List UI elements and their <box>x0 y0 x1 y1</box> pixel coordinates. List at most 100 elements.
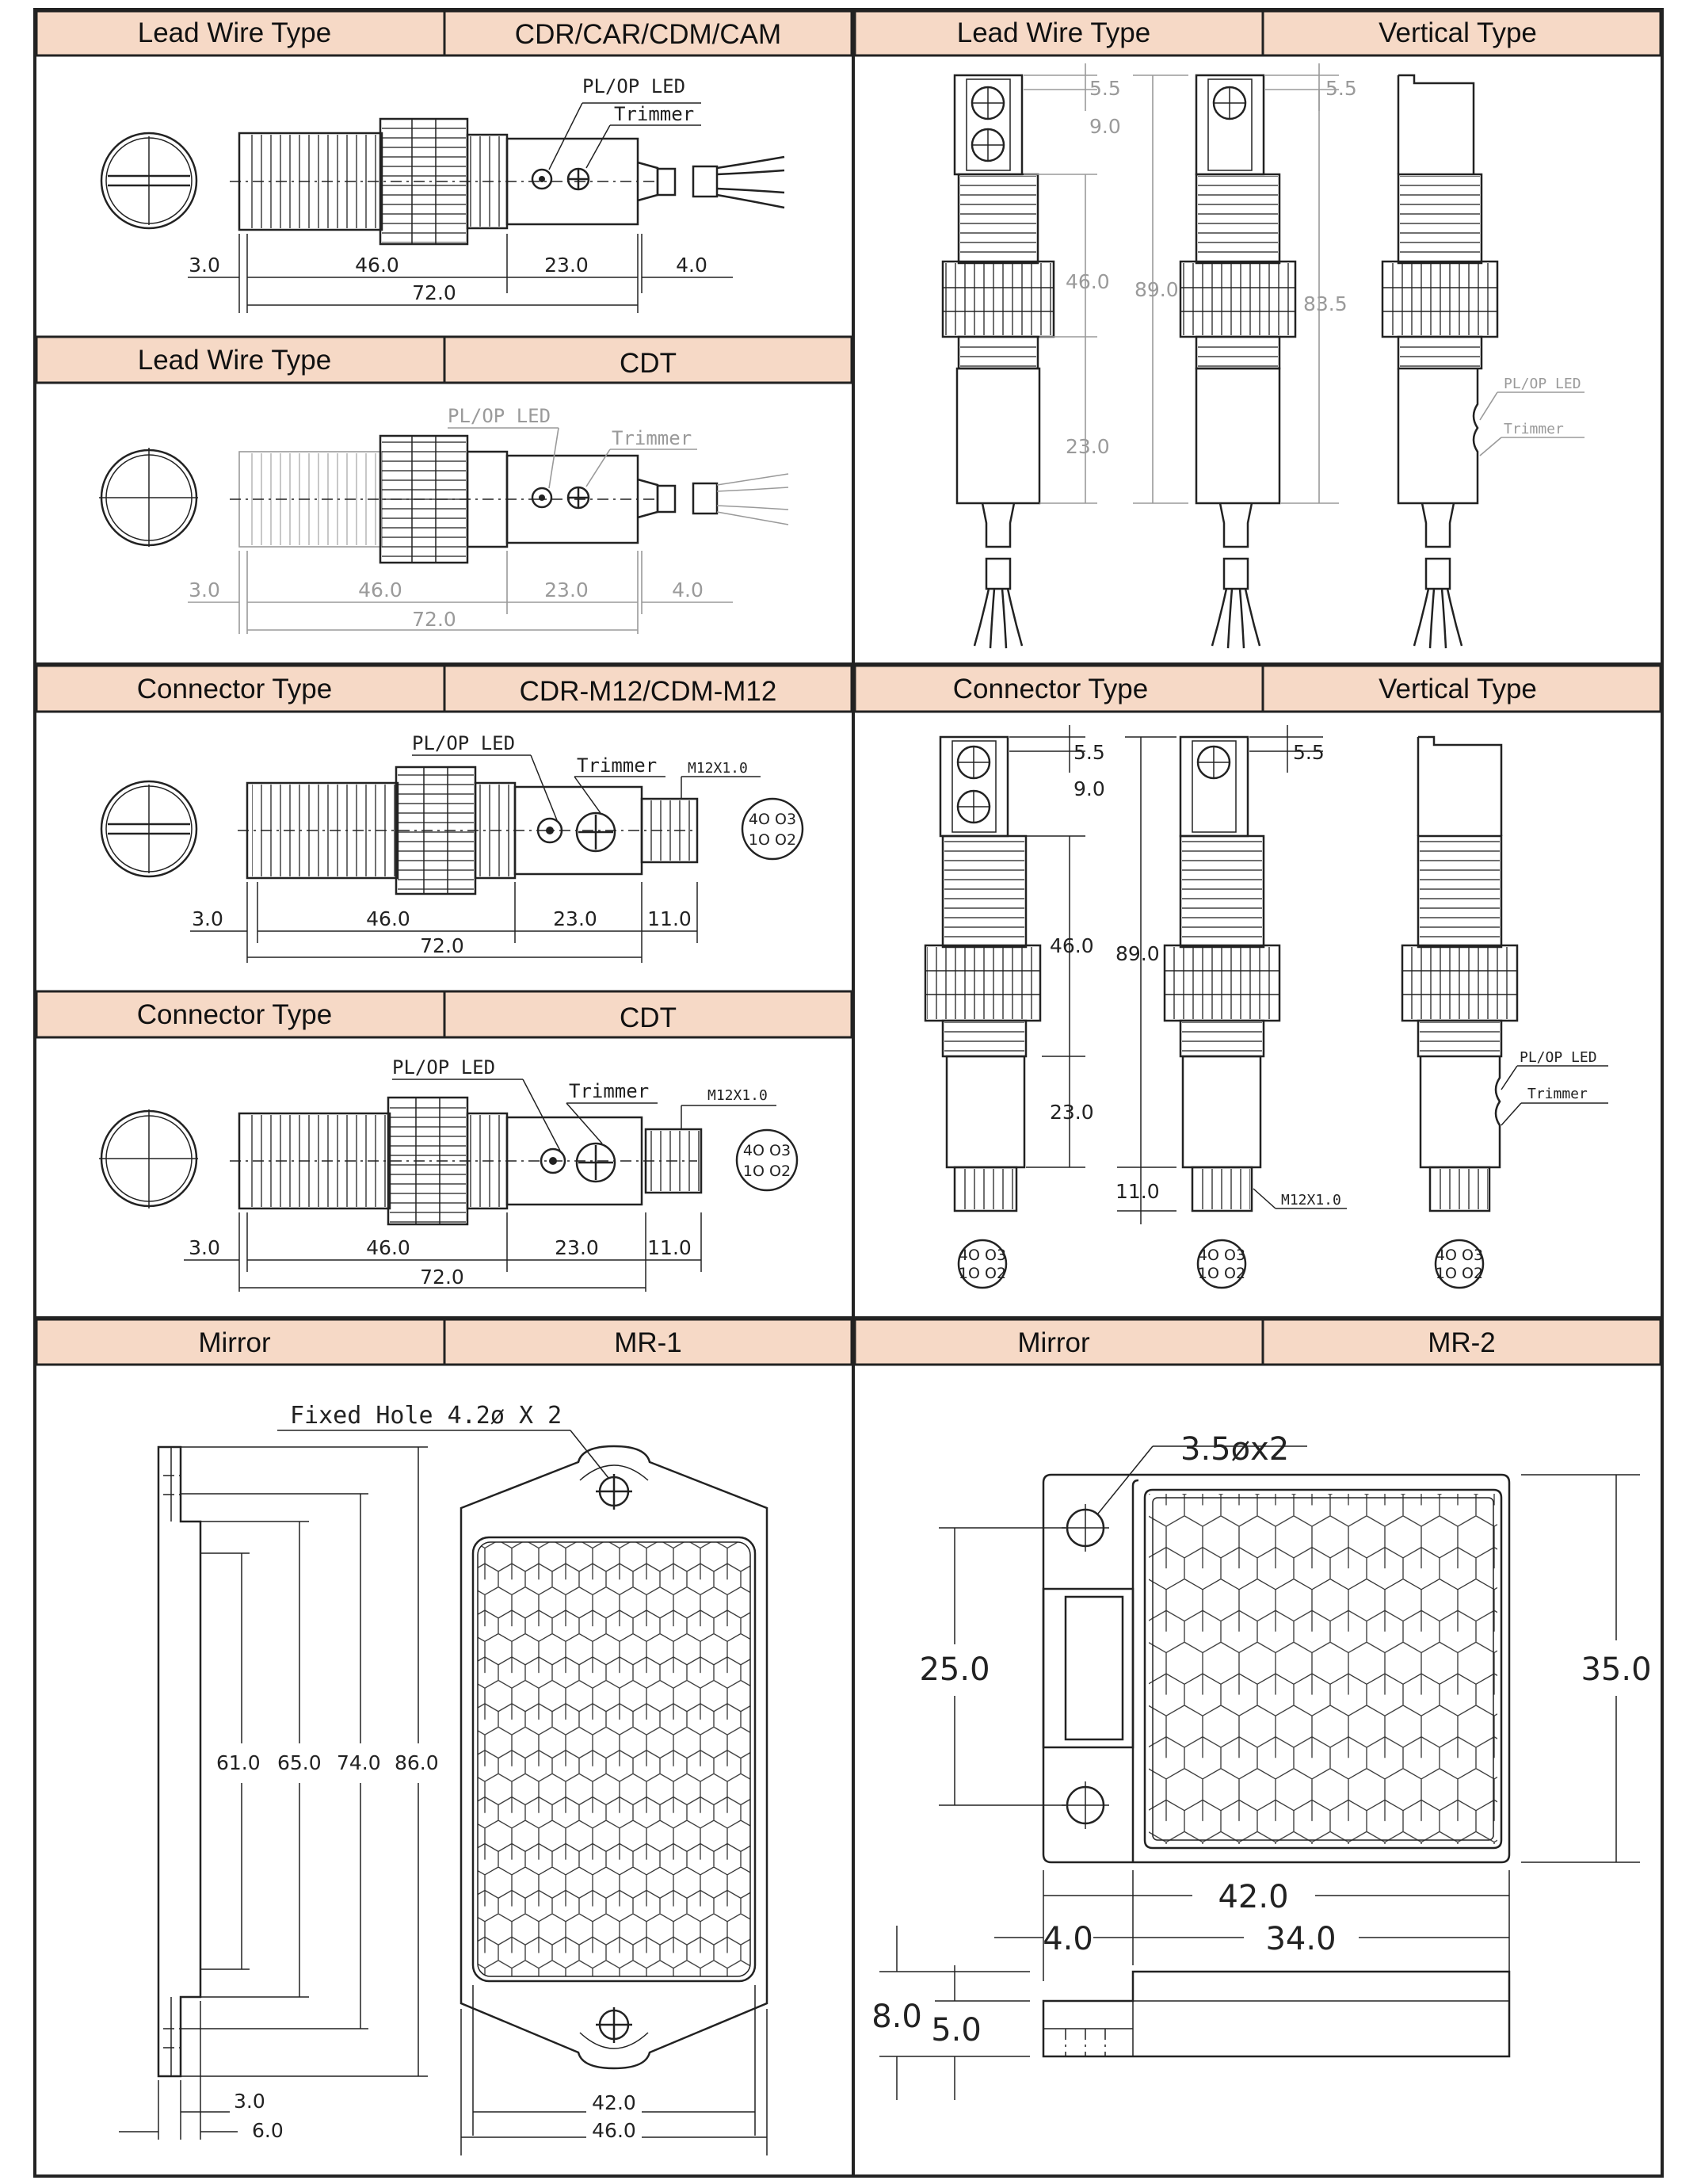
pin-label-bottom-2: 1O O2 <box>743 1163 791 1180</box>
dim-23-0-c: 23.0 <box>553 907 597 930</box>
header-vertical-type: Vertical Type <box>1379 17 1537 48</box>
dim-6-0: 6.0 <box>252 2119 284 2142</box>
label-pl-op-led-v2: PL/OP LED <box>1520 1049 1597 1066</box>
dim-11-0: 11.0 <box>647 907 692 930</box>
label-trimmer: Trimmer <box>614 103 694 125</box>
dim-65-0: 65.0 <box>277 1751 322 1774</box>
header-model-cdr-m12: CDR-M12/CDM-M12 <box>520 676 777 707</box>
label-trimmer-v2: Trimmer <box>1527 1086 1588 1102</box>
drawing-lead-wire-horizontal: PL/OP LED Trimmer 3.0 46.0 23.0 4.0 72.0 <box>100 75 785 313</box>
pin-label-top-2: 4O O3 <box>743 1142 791 1159</box>
header-model-cdt: CDT <box>620 348 677 379</box>
dim-46-0-b: 46.0 <box>358 578 402 601</box>
dim-5-5-c: 5.5 <box>1073 741 1105 764</box>
dim-42-0-mr2: 42.0 <box>1218 1879 1288 1915</box>
pin-top-vc: 4O O3 <box>1436 1247 1483 1264</box>
dim-9-0-a: 9.0 <box>1089 115 1121 138</box>
dim-89-0-cv: 89.0 <box>1115 942 1160 965</box>
dim-61-0: 61.0 <box>216 1751 261 1774</box>
dim-72-0-b: 72.0 <box>412 608 456 631</box>
header-model-mr1: MR-1 <box>614 1327 682 1358</box>
drawing-lead-wire-vertical: PL/OP LED Trimmer 5.5 9.0 46.0 23.0 89.0… <box>941 63 1585 649</box>
header-bar-7: Mirror MR-1 <box>35 1318 853 1366</box>
pin-top-va: 4O O3 <box>959 1247 1006 1264</box>
label-m12-2: M12X1.0 <box>707 1087 768 1104</box>
header-model-mr2: MR-2 <box>1428 1327 1496 1358</box>
dim-23-0-cv: 23.0 <box>1050 1101 1094 1124</box>
dim-4-0-mr2: 4.0 <box>1043 1921 1093 1957</box>
header-vertical-type-2: Vertical Type <box>1379 674 1537 704</box>
dim-23-0-v: 23.0 <box>1066 435 1110 458</box>
pin-label-top: 4O O3 <box>749 811 796 828</box>
label-pl-op-led-v1: PL/OP LED <box>1504 376 1581 392</box>
header-connector-type-2: Connector Type <box>953 674 1148 704</box>
dim-46-0-d: 46.0 <box>366 1236 410 1259</box>
header-mirror: Mirror <box>198 1327 271 1358</box>
dim-46-0-v: 46.0 <box>1066 270 1110 293</box>
label-trimmer-4: Trimmer <box>569 1080 649 1102</box>
dim-4-0-b: 4.0 <box>672 578 704 601</box>
drawing-mirror-mr1: Fixed Hole 4.2ø X 2 61.0 65.0 74.0 86.0 … <box>119 1402 768 2155</box>
dim-3-0-mr1: 3.0 <box>234 2090 265 2113</box>
label-trimmer-2: Trimmer <box>612 427 692 449</box>
header-bar-2: Lead Wire Type Vertical Type <box>853 10 1662 57</box>
dim-42-0-mr1: 42.0 <box>592 2091 636 2114</box>
dim-3-0: 3.0 <box>189 254 220 277</box>
dim-72-0: 72.0 <box>412 281 456 304</box>
label-trimmer-v1: Trimmer <box>1504 421 1564 437</box>
dim-74-0: 74.0 <box>337 1751 381 1774</box>
header-lead-wire-type: Lead Wire Type <box>138 17 332 48</box>
dim-3-0-c: 3.0 <box>192 907 223 930</box>
label-m12-v: M12X1.0 <box>1281 1192 1341 1208</box>
label-pl-op-led-4: PL/OP LED <box>392 1056 495 1079</box>
drawing-mirror-mr2: 3.5øx2 25.0 35.0 42.0 4.0 34.0 <box>871 1431 1652 2100</box>
dim-11-0-b: 11.0 <box>647 1236 692 1259</box>
header-model-cdt-2: CDT <box>620 1002 677 1033</box>
dim-72-0-d: 72.0 <box>420 1266 464 1289</box>
dim-11-0-cv: 11.0 <box>1115 1180 1160 1203</box>
dim-72-0-c: 72.0 <box>420 934 464 957</box>
dim-25-0: 25.0 <box>919 1651 990 1688</box>
dim-46-0-cv: 46.0 <box>1050 934 1094 957</box>
dim-23-0-d: 23.0 <box>555 1236 599 1259</box>
header-bar-8: Mirror MR-2 <box>853 1318 1662 1366</box>
dim-3-0-b: 3.0 <box>189 578 220 601</box>
pin-top-vb: 4O O3 <box>1198 1247 1245 1264</box>
dim-3-0-d: 3.0 <box>189 1236 220 1259</box>
drawing-connector-horizontal: 4O O3 1O O2 PL/OP LED Trimmer M12X1.0 3.… <box>100 732 804 963</box>
header-bar-3: Lead Wire Type CDT <box>35 335 853 384</box>
pin-bottom-vc: 1O O2 <box>1436 1265 1483 1282</box>
drawing-connector-cdt: 4O O3 1O O2 PL/OP LED Trimmer M12X1.0 3.… <box>99 1056 799 1292</box>
dim-9-0-c: 9.0 <box>1073 777 1105 800</box>
header-lead-wire-type-2: Lead Wire Type <box>957 17 1151 48</box>
header-lead-wire-type-3: Lead Wire Type <box>138 345 332 376</box>
header-bar-4: Connector Type CDR-M12/CDM-M12 <box>35 664 853 713</box>
dim-46-0: 46.0 <box>355 254 399 277</box>
header-mirror-2: Mirror <box>1017 1327 1090 1358</box>
dim-5-0: 5.0 <box>931 2012 982 2048</box>
dim-5-5-b: 5.5 <box>1325 77 1357 100</box>
dim-89-0-v: 89.0 <box>1135 278 1179 301</box>
label-pl-op-led-2: PL/OP LED <box>448 405 551 427</box>
label-pl-op-led: PL/OP LED <box>582 75 685 97</box>
drawing-lead-wire-cdt: PL/OP LED Trimmer 3.0 46.0 23.0 4.0 72.0 <box>99 405 789 634</box>
dim-34-0: 34.0 <box>1265 1921 1336 1957</box>
header-bar-5: Connector Type Vertical Type <box>853 664 1662 713</box>
header-bar-6: Connector Type CDT <box>35 990 853 1039</box>
dim-5-5-a: 5.5 <box>1089 77 1121 100</box>
dim-83-5: 83.5 <box>1303 292 1348 315</box>
dim-46-0-c: 46.0 <box>366 907 410 930</box>
dim-23-0: 23.0 <box>544 254 589 277</box>
pin-bottom-va: 1O O2 <box>959 1265 1006 1282</box>
header-model-cdr: CDR/CAR/CDM/CAM <box>515 19 781 50</box>
header-connector-type: Connector Type <box>137 674 332 704</box>
header-connector-type-3: Connector Type <box>137 999 332 1030</box>
label-trimmer-3: Trimmer <box>577 754 657 777</box>
drawing-connector-vertical: 4O O3 1O O2 4O O3 1O O2 M12X1.0 <box>924 725 1608 1289</box>
sheet-border <box>33 8 1664 2178</box>
pin-label-bottom: 1O O2 <box>749 831 796 849</box>
dim-46-0-mr1: 46.0 <box>592 2119 636 2142</box>
dim-35-0: 35.0 <box>1581 1651 1651 1688</box>
header-bar-1: Lead Wire Type CDR/CAR/CDM/CAM <box>35 10 853 57</box>
